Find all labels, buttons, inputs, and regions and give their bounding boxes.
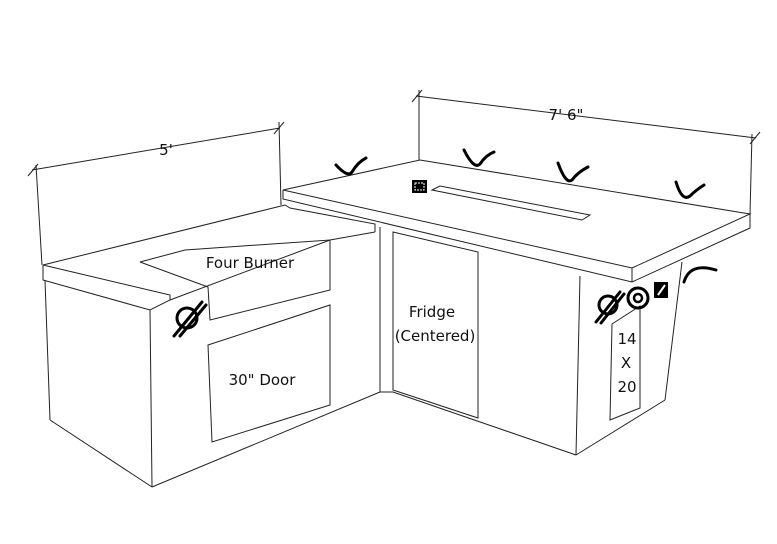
- right-dimension-label: 7' 6": [549, 106, 584, 124]
- door-label: 30" Door: [229, 371, 297, 389]
- fridge-label: Fridge: [409, 303, 455, 321]
- check-icon: [334, 156, 368, 176]
- access-width-label: 14: [617, 330, 636, 348]
- counter-outlet-icon: [412, 180, 427, 193]
- gas-symbol-right: [594, 290, 626, 325]
- check-icon: [556, 161, 590, 183]
- access-height-label: 20: [617, 378, 636, 396]
- marker-checks: [334, 148, 718, 284]
- check-icon: [674, 180, 706, 199]
- access-panel: [609, 305, 641, 421]
- access-x-label: X: [621, 354, 631, 372]
- left-dimension: 5': [27, 121, 285, 266]
- burner-label: Four Burner: [206, 254, 295, 272]
- left-cabinet: [44, 279, 381, 488]
- right-countertop: [282, 159, 752, 283]
- left-countertop: [42, 204, 376, 321]
- left-dimension-label: 5': [159, 141, 173, 159]
- door-outline: [207, 304, 331, 443]
- outlet-icon: [654, 282, 668, 298]
- curve-icon: [682, 266, 718, 284]
- check-icon: [462, 148, 496, 167]
- gas-symbol-left: [172, 300, 208, 338]
- fridge-centered-label: (Centered): [395, 327, 476, 345]
- drain-icon: [626, 286, 650, 310]
- right-cabinet: [379, 227, 683, 456]
- right-dimension: 7' 6": [411, 89, 761, 215]
